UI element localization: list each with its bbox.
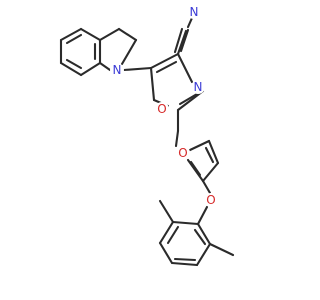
bond-line bbox=[155, 60, 178, 74]
bond-line bbox=[178, 92, 199, 106]
oxygen-furan-label: O bbox=[178, 146, 187, 160]
bond-line bbox=[171, 220, 200, 226]
oxygen-oxazole-label: O bbox=[157, 102, 166, 116]
atom-labels: N N N O O O bbox=[110, 5, 218, 207]
bond-line bbox=[188, 139, 211, 152]
bond-line bbox=[98, 27, 121, 42]
bond-line bbox=[98, 61, 112, 72]
bond-line bbox=[186, 158, 205, 183]
bond-line bbox=[195, 242, 212, 267]
bond-line bbox=[158, 199, 175, 224]
bond-line bbox=[65, 58, 83, 70]
bond-line bbox=[65, 33, 83, 45]
bond-line bbox=[204, 146, 215, 164]
bond-line bbox=[201, 161, 220, 183]
bond-line bbox=[193, 228, 207, 246]
bond-line bbox=[59, 27, 83, 42]
bond-line bbox=[176, 89, 205, 112]
bond-line bbox=[166, 225, 180, 245]
nitrogen-amine-label: N bbox=[113, 63, 122, 77]
bond-line bbox=[208, 242, 235, 257]
bond-line bbox=[149, 66, 156, 102]
bond-line bbox=[189, 160, 202, 177]
bond-line bbox=[158, 220, 175, 245]
bond-line bbox=[158, 241, 174, 265]
bond-line bbox=[120, 38, 138, 66]
bond-line bbox=[179, 28, 190, 53]
bonds bbox=[59, 16, 235, 267]
nitrogen-nitrile-label: N bbox=[190, 5, 199, 19]
bond-line bbox=[174, 129, 180, 148]
bond-line bbox=[59, 61, 83, 77]
bond-line bbox=[79, 61, 102, 77]
bond-line bbox=[196, 222, 212, 246]
bond-line bbox=[117, 27, 138, 42]
bond-line bbox=[170, 261, 199, 267]
chemical-structure: N N N O O O bbox=[59, 5, 235, 267]
bond-line bbox=[207, 139, 220, 165]
bond-line bbox=[201, 179, 212, 195]
bond-line bbox=[186, 16, 194, 29]
bond-line bbox=[196, 205, 209, 226]
bond-line bbox=[176, 52, 194, 84]
bond-line bbox=[79, 27, 102, 42]
bond-line bbox=[149, 52, 180, 70]
bond-line bbox=[122, 66, 153, 72]
bond-line bbox=[173, 27, 184, 54]
nitrogen-oxazole-label: N bbox=[194, 80, 203, 94]
oxygen-ether-label: O bbox=[206, 193, 215, 207]
bond-line bbox=[176, 29, 188, 56]
bond-line bbox=[173, 257, 197, 262]
